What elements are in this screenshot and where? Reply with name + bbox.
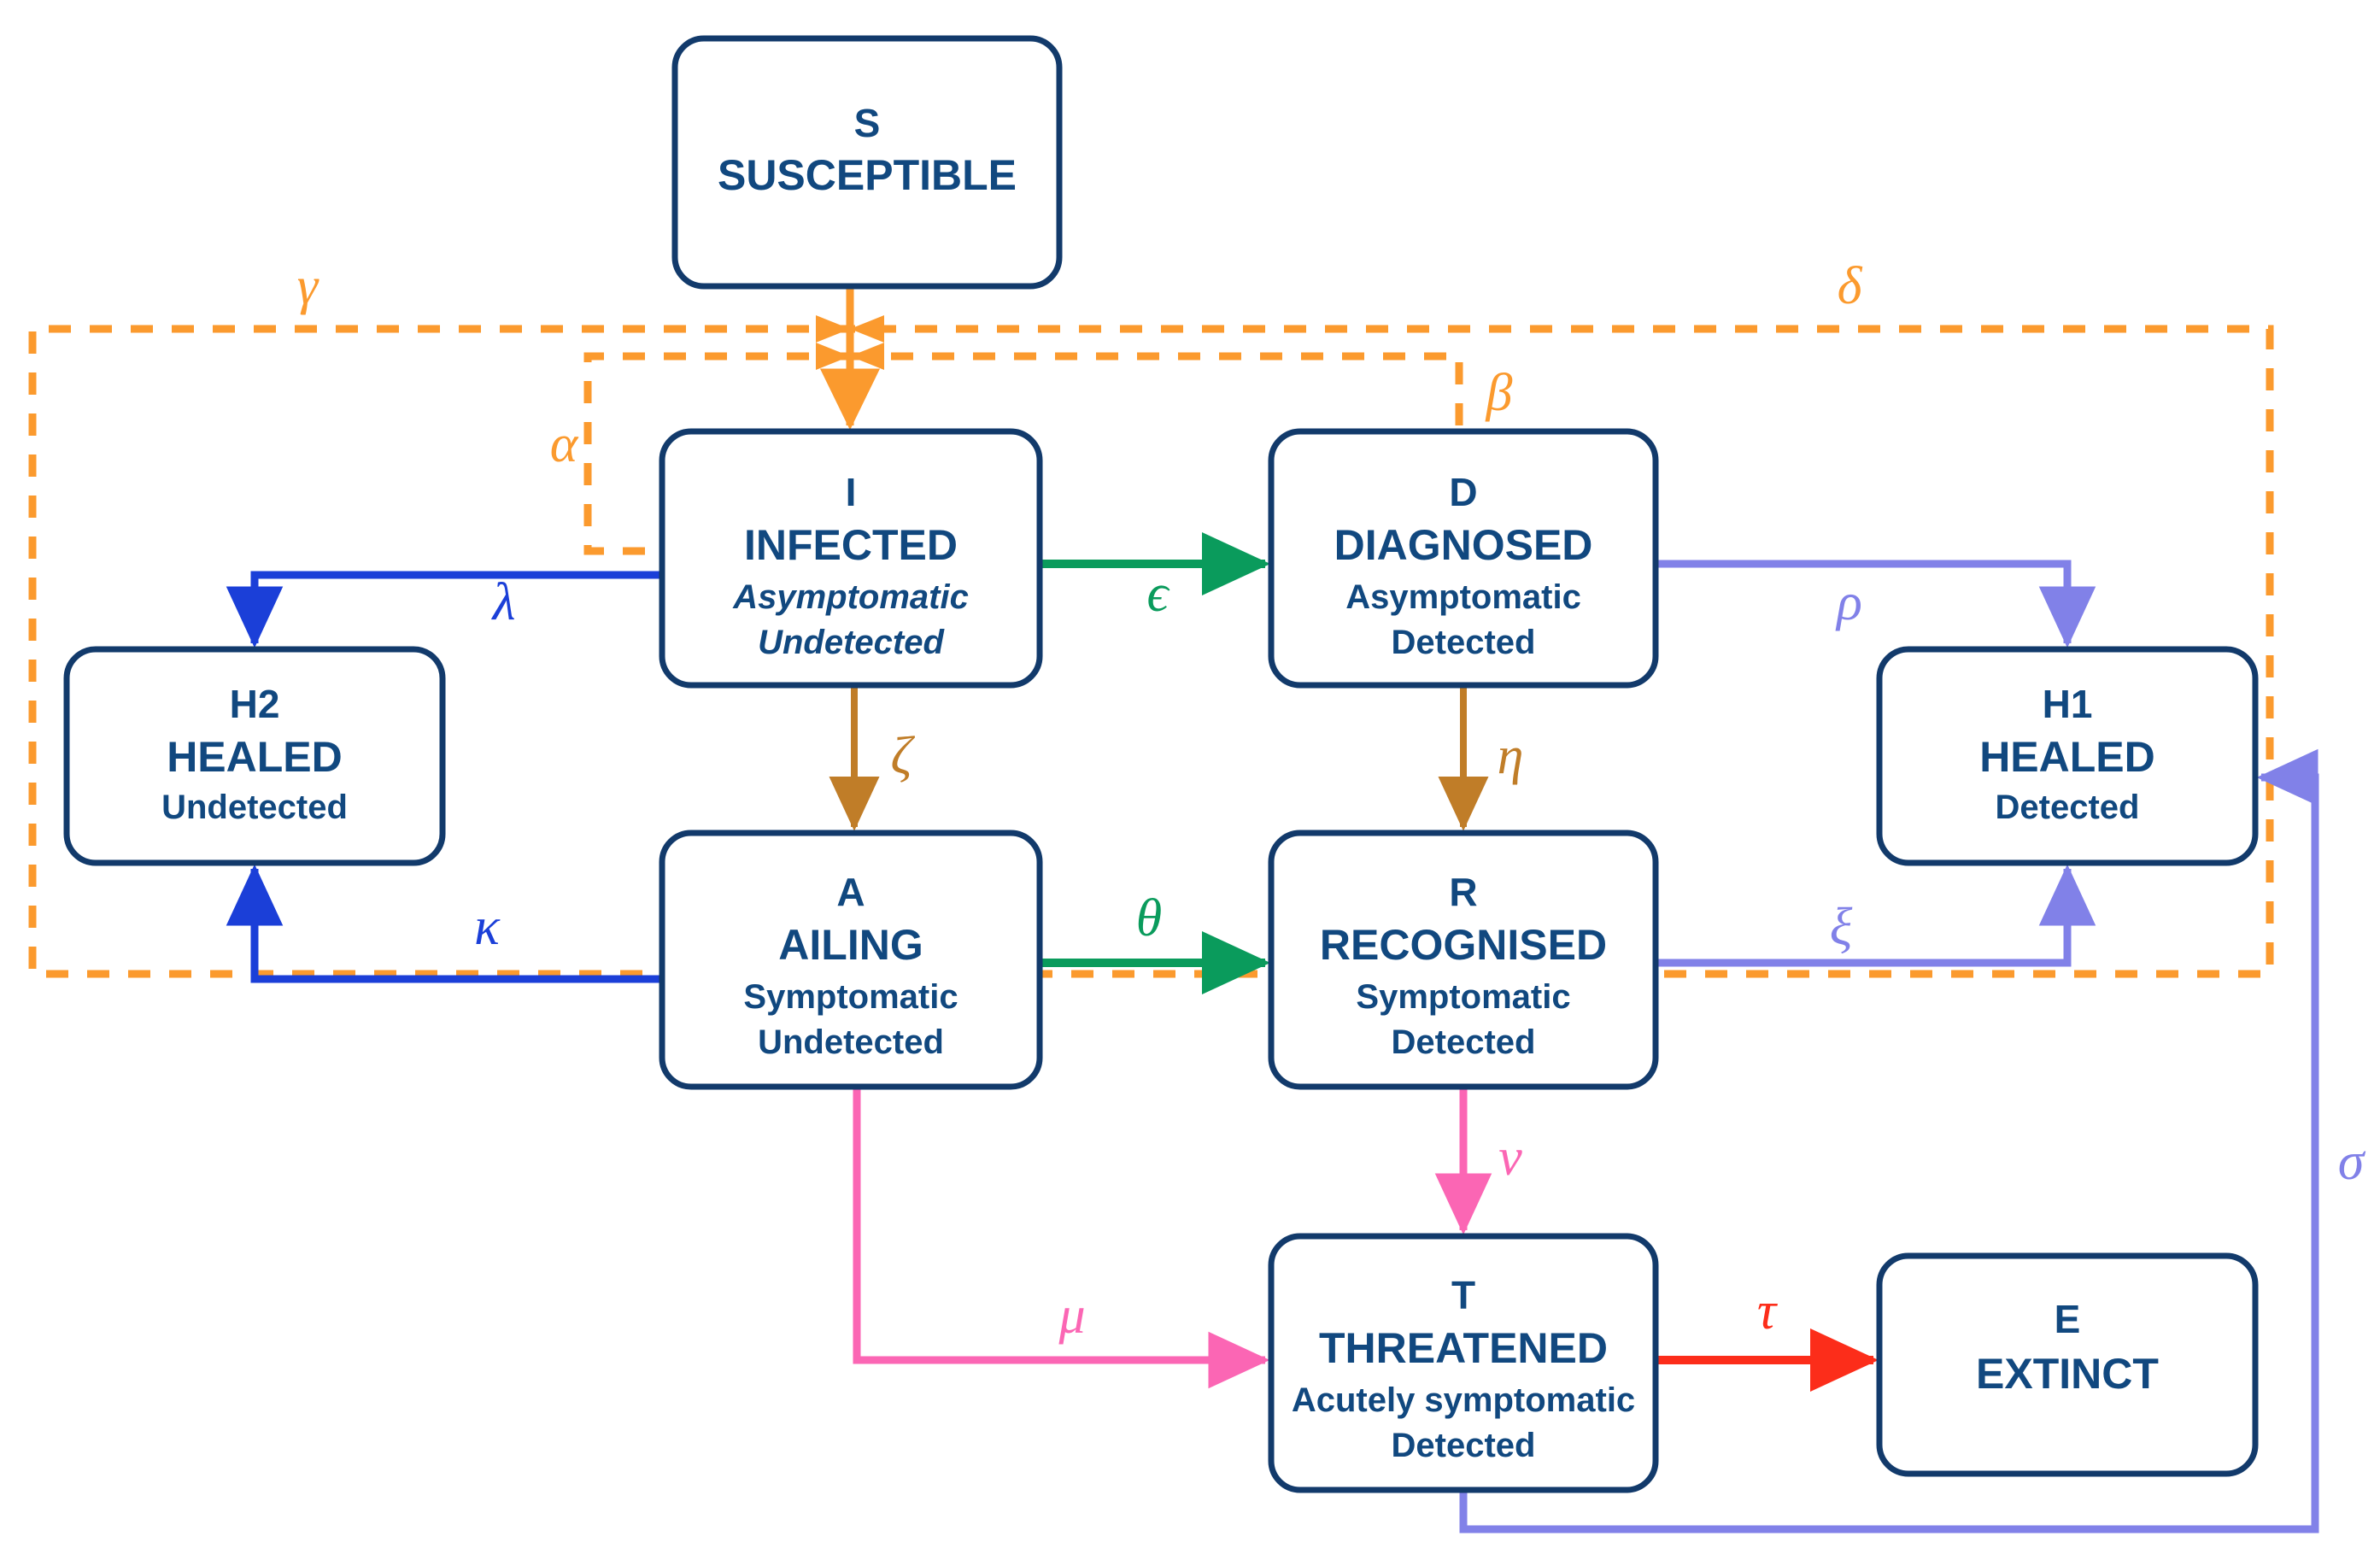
param-label-zeta: ζ (890, 727, 915, 785)
param-label-beta: β (1486, 364, 1513, 422)
param-label-rho: ρ (1835, 573, 1862, 631)
contagion-arrowheads (816, 315, 884, 370)
param-label-mu: μ (1058, 1287, 1085, 1345)
flow-t-to-h1 (1459, 748, 2319, 1533)
param-label-eta: η (1498, 727, 1524, 785)
param-label-tau: τ (1757, 1282, 1779, 1340)
compartment-box-h1[interactable]: H1 HEALED Detected (1876, 646, 2259, 866)
compartment-box-h2[interactable]: H2 HEALED Undetected (63, 646, 446, 866)
param-label-xi: ξ (1830, 898, 1853, 956)
box-outline-i (659, 428, 1043, 689)
box-outline-r (1268, 830, 1659, 1090)
box-outline-h1 (1876, 646, 2259, 866)
flow-i-to-h2 (226, 571, 662, 648)
box-outline-s (671, 35, 1063, 290)
box-outline-h2 (63, 646, 446, 866)
compartment-box-i[interactable]: I INFECTED Asymptomatic Undetected (659, 428, 1043, 689)
contagion-boundary-inner (583, 352, 1463, 555)
box-outline-e (1876, 1252, 2259, 1477)
param-label-alpha: α (550, 415, 579, 473)
compartment-box-d[interactable]: D DIAGNOSED Asymptomatic Detected (1268, 428, 1659, 689)
compartment-box-s[interactable]: S SUSCEPTIBLE (671, 35, 1063, 290)
flow-a-to-t (853, 1087, 1270, 1389)
param-label-lambda: λ (491, 573, 516, 631)
flow-d-to-h1 (1656, 560, 2096, 648)
param-label-gamma: γ (297, 257, 319, 315)
flow-a-to-h2 (226, 864, 662, 983)
param-label-sigma: σ (2338, 1133, 2366, 1191)
box-outline-a (659, 830, 1043, 1090)
compartment-box-r[interactable]: R RECOGNISED Symptomatic Detected (1268, 830, 1659, 1090)
box-outline-d (1268, 428, 1659, 689)
param-label-nu: ν (1498, 1129, 1522, 1187)
param-label-delta: δ (1838, 257, 1863, 315)
param-label-theta: θ (1136, 889, 1162, 947)
param-label-epsilon: ϵ (1147, 565, 1170, 623)
box-outline-t (1268, 1233, 1659, 1493)
flow-r-to-h1 (1656, 864, 2096, 967)
compartment-box-t[interactable]: T THREATENED Acutely symptomatic Detecte… (1268, 1233, 1659, 1493)
param-label-kappa: κ (474, 898, 501, 956)
compartment-box-a[interactable]: A AILING Symptomatic Undetected (659, 830, 1043, 1090)
compartment-box-e[interactable]: E EXTINCT (1876, 1252, 2259, 1477)
